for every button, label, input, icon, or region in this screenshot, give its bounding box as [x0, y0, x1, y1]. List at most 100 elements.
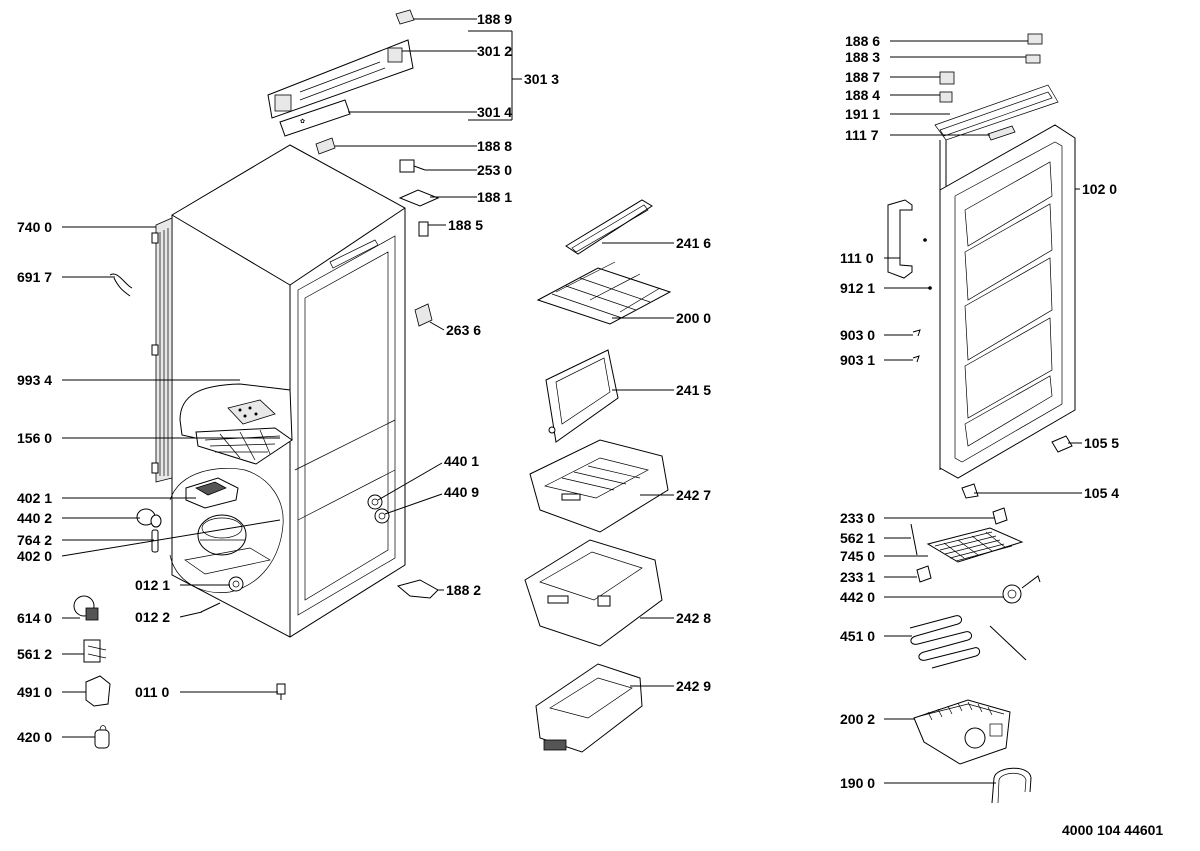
label-440-1: 440 1 — [444, 453, 479, 469]
label-614-0: 614 0 — [17, 610, 52, 626]
label-402-0: 402 0 — [17, 548, 52, 564]
screw-011-0 — [276, 683, 286, 700]
label-562-1: 562 1 — [840, 530, 875, 546]
rear-panel-strip — [151, 217, 173, 483]
compressor-detail-circle — [169, 467, 284, 593]
label-993-4: 993 4 — [17, 372, 52, 388]
drain-tube-190-0 — [991, 767, 1032, 804]
fan-motor-442-0 — [1002, 575, 1041, 604]
label-111-7: 111 7 — [845, 127, 879, 143]
drawer-242-7 — [529, 439, 669, 533]
document-number: 4000 104 44601 — [1062, 822, 1164, 838]
part-614-0 — [73, 595, 99, 621]
foot-188-2 — [396, 579, 439, 599]
label-740-0: 740 0 — [17, 219, 52, 235]
hinge-105-4 — [961, 483, 979, 499]
label-242-7: 242 7 — [676, 487, 711, 503]
label-233-1: 233 1 — [840, 569, 875, 585]
flap-241-5 — [545, 349, 619, 443]
label-451-0: 451 0 — [840, 628, 875, 644]
wire-shelf-156-0 — [195, 427, 293, 465]
label-420-0: 420 0 — [17, 729, 52, 745]
flap-241-6 — [565, 199, 653, 255]
label-764-2: 764 2 — [17, 532, 52, 548]
label-102-0: 102 0 — [1082, 181, 1117, 197]
label-241-6: 241 6 — [676, 235, 711, 251]
label-301-4: 301 4 — [477, 104, 512, 120]
label-188-1: 188 1 — [477, 189, 512, 205]
label-903-0: 903 0 — [840, 327, 875, 343]
part-233-0 — [992, 507, 1008, 525]
drawer-242-9 — [535, 663, 643, 753]
compressor-402-0 — [184, 514, 271, 575]
door-102-0 — [939, 124, 1076, 479]
label-190-0: 190 0 — [840, 775, 875, 791]
handle-111-0 — [887, 199, 913, 279]
label-200-2: 200 2 — [840, 711, 875, 727]
part-labels: 188 9 301 2 301 3 301 4 188 8 253 0 188 … — [17, 11, 1119, 791]
evaporator-cover-200-2 — [913, 699, 1011, 765]
label-440-2: 440 2 — [17, 510, 52, 526]
part-561-2 — [83, 639, 107, 663]
label-012-2: 012 2 — [135, 609, 170, 625]
tube-012-2 — [200, 602, 221, 613]
leader-lines — [61, 18, 1082, 784]
grid-shelf-200-0 — [536, 261, 672, 325]
part-233-1 — [916, 565, 932, 583]
evaporator-745-0 — [926, 527, 1024, 563]
label-105-5: 105 5 — [1084, 435, 1119, 451]
switch-188-5 — [418, 221, 429, 237]
label-188-4: 188 4 — [845, 87, 880, 103]
label-691-7: 691 7 — [17, 269, 52, 285]
label-233-0: 233 0 — [840, 510, 875, 526]
label-241-5: 241 5 — [676, 382, 711, 398]
part-420-0 — [94, 725, 110, 749]
label-242-8: 242 8 — [676, 610, 711, 626]
label-188-8: 188 8 — [477, 138, 512, 154]
cable-691-7 — [109, 273, 133, 297]
svg-text:✿: ✿ — [300, 118, 305, 125]
grommet-440-2 — [136, 508, 162, 528]
label-561-2: 561 2 — [17, 646, 52, 662]
label-191-1: 191 1 — [845, 106, 880, 122]
label-156-0: 156 0 — [17, 430, 52, 446]
label-188-9: 188 9 — [477, 11, 512, 27]
grommets-440-1-440-9 — [367, 494, 390, 524]
lamp-holder — [398, 189, 440, 207]
label-242-9: 242 9 — [676, 678, 711, 694]
label-491-0: 491 0 — [17, 684, 52, 700]
label-263-6: 263 6 — [446, 322, 481, 338]
compressor-relay-cover — [185, 477, 239, 509]
label-011-0: 011 0 — [135, 684, 169, 700]
label-440-9: 440 9 — [444, 484, 479, 500]
grommet-012-1 — [228, 576, 244, 592]
label-745-0: 745 0 — [840, 548, 875, 564]
part-491-0 — [85, 675, 111, 707]
label-111-0: 111 0 — [840, 250, 874, 266]
label-188-5: 188 5 — [448, 217, 483, 233]
label-912-1: 912 1 — [840, 280, 875, 296]
lamp-cover — [315, 137, 336, 155]
drawer-242-8 — [524, 539, 663, 647]
label-012-1: 012 1 — [135, 577, 170, 593]
label-253-0: 253 0 — [477, 162, 512, 178]
label-402-1: 402 1 — [17, 490, 52, 506]
hinge-105-5 — [1051, 435, 1073, 453]
thermostat-unit — [399, 159, 426, 173]
label-301-2: 301 2 — [477, 43, 512, 59]
label-188-2: 188 2 — [446, 582, 481, 598]
hinge-263-6 — [414, 303, 433, 327]
control-panel — [267, 39, 414, 119]
part-562-1 — [910, 523, 918, 556]
thermostat-knob — [395, 9, 415, 25]
label-301-3: 301 3 — [524, 71, 559, 87]
label-188-7: 188 7 — [845, 69, 880, 85]
label-188-3: 188 3 — [845, 49, 880, 65]
door-small-parts — [912, 33, 1043, 363]
label-442-0: 442 0 — [840, 589, 875, 605]
label-200-0: 200 0 — [676, 310, 711, 326]
label-188-6: 188 6 — [845, 33, 880, 49]
control-panel-label-plate: ✿ — [279, 99, 351, 137]
heater-451-0 — [909, 615, 1027, 669]
